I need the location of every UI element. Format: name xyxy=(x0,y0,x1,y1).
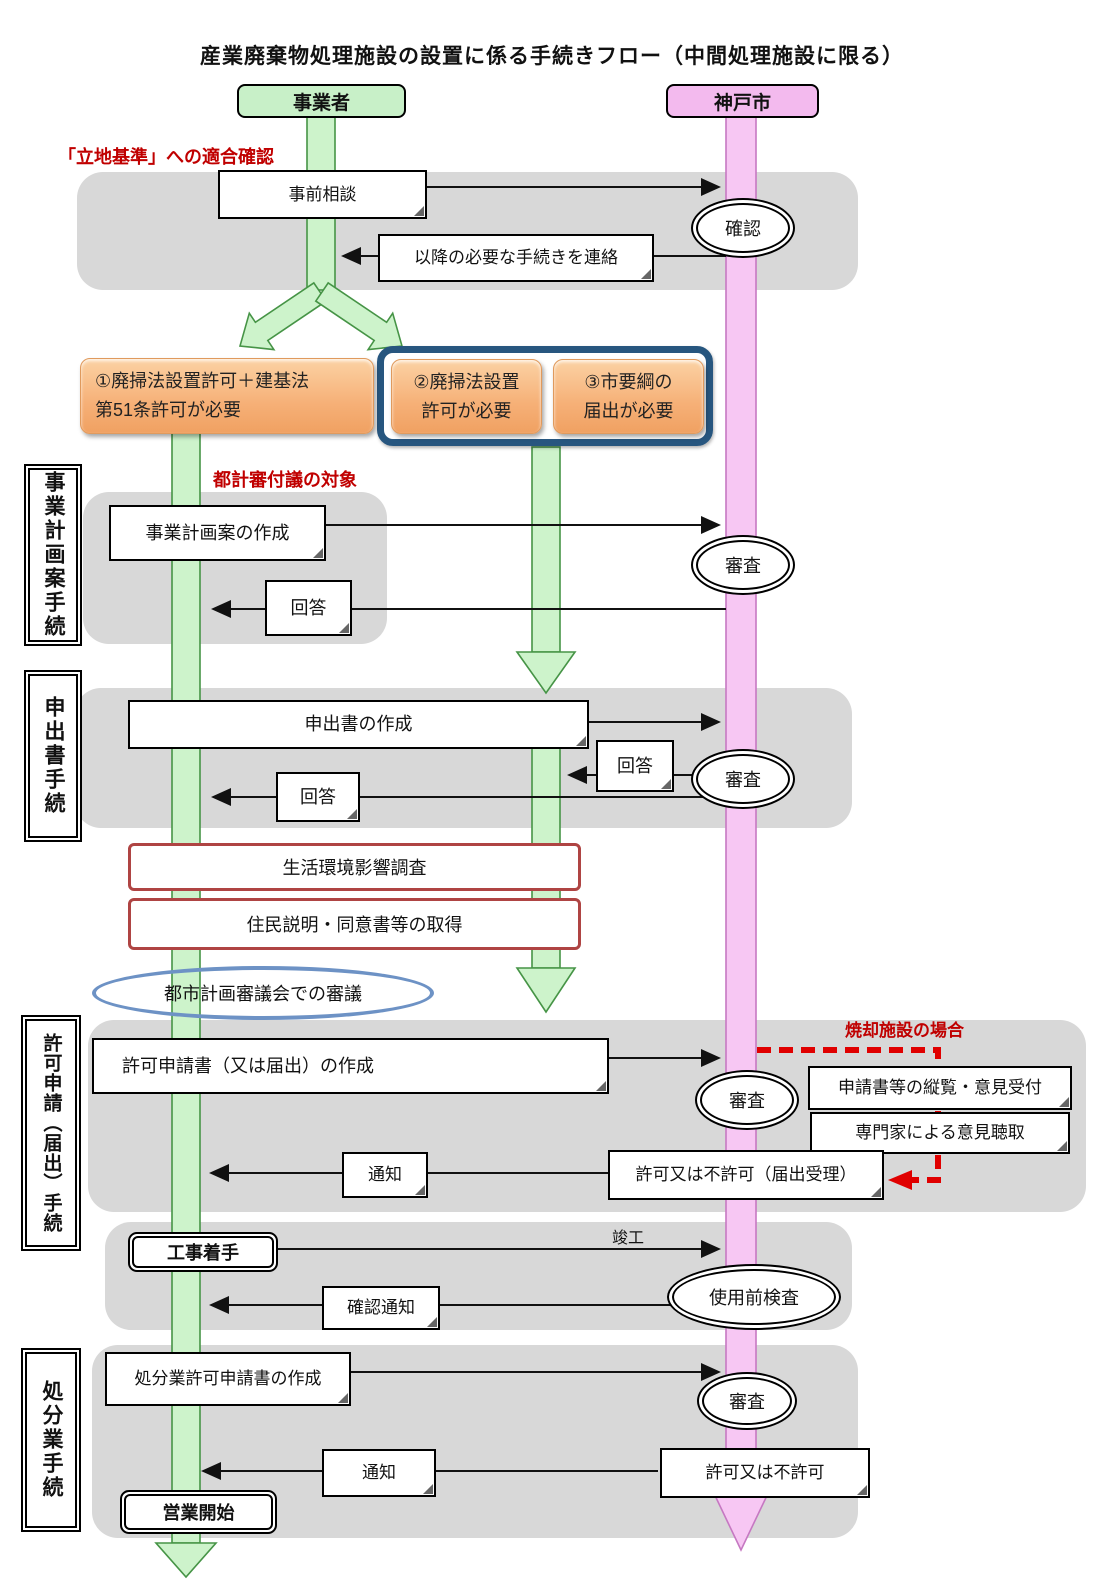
residents-box: 住民説明・同意書等の取得 xyxy=(128,898,581,950)
lane-header-business-label: 事業者 xyxy=(292,92,350,114)
business-lane-mid-arrow-1 xyxy=(515,651,577,695)
plan-answer-box: 回答 xyxy=(265,580,352,636)
survey-box: 生活環境影響調査 xyxy=(128,843,581,891)
proposal-create-box: 申出書の作成 xyxy=(128,700,589,749)
application-create-label: 許可申請書（又は届出）の作成 xyxy=(122,1055,374,1076)
plan-create-box: 事業計画案の作成 xyxy=(109,505,326,561)
proposal-answer-left-box: 回答 xyxy=(276,772,360,822)
section-label-business-plan-text: 事業計画案手続 xyxy=(42,471,65,639)
expert-hearing-label: 専門家による意見聴取 xyxy=(855,1123,1025,1143)
application-create-box: 許可申請書（又は届出）の作成 xyxy=(92,1038,609,1094)
split-arrow-left xyxy=(238,281,328,351)
council-label: 都市計画審議会での審議 xyxy=(164,984,362,1004)
section-label-application: 許可申請（届出）手続 xyxy=(21,1015,81,1251)
consult-box: 事前相談 xyxy=(218,170,427,219)
public-inspection-box: 申請書等の縦覧・意見受付 xyxy=(808,1066,1072,1110)
application-decision-box: 許可又は不許可（届出受理） xyxy=(608,1150,884,1200)
incinerator-arrowhead xyxy=(888,1170,912,1190)
expert-hearing-box: 専門家による意見聴取 xyxy=(810,1112,1070,1154)
section-label-disposal: 処分業手続 xyxy=(21,1348,81,1532)
reply-label: 以降の必要な手続きを連絡 xyxy=(414,248,618,268)
business-lane-mid-1 xyxy=(531,446,561,653)
check-oval: 確認 xyxy=(691,198,795,258)
review-oval-disposal: 審査 xyxy=(697,1372,797,1430)
application-notice-box: 通知 xyxy=(342,1152,428,1198)
application-decision-label: 許可又は不許可（届出受理） xyxy=(635,1165,857,1185)
disposal-notice-box: 通知 xyxy=(322,1449,436,1497)
options-2-3-frame xyxy=(377,346,713,446)
section-label-application-text: 許可申請（届出）手続 xyxy=(40,1033,62,1233)
section-label-proposal-text: 申出書手続 xyxy=(42,696,65,816)
disposal-create-label: 処分業許可申請書の作成 xyxy=(134,1369,322,1389)
disposal-notice-label: 通知 xyxy=(362,1463,396,1483)
council-ellipse: 都市計画審議会での審議 xyxy=(92,966,434,1020)
lane-header-city: 神戸市 xyxy=(666,84,819,118)
option3-line2: 届出が必要 xyxy=(583,400,674,421)
split-arrow-right xyxy=(314,281,404,351)
review-oval-application: 審査 xyxy=(695,1070,799,1130)
note-incinerator-case: 焼却施設の場合 xyxy=(845,1021,964,1040)
business-open-label: 営業開始 xyxy=(162,1503,235,1523)
reply-box: 以降の必要な手続きを連絡 xyxy=(378,234,654,282)
consult-label: 事前相談 xyxy=(288,184,357,204)
review-oval-business-plan: 審査 xyxy=(691,535,795,595)
proposal-answer-right-box: 回答 xyxy=(596,740,674,792)
construction-start-label: 工事着手 xyxy=(167,1243,239,1263)
option3-line1: ③市要綱の xyxy=(584,371,673,392)
page-title: 産業廃棄物処理施設の設置に係る手続きフロー（中間処理施設に限る） xyxy=(200,45,904,68)
confirm-notice-box: 確認通知 xyxy=(322,1286,440,1330)
check-label: 確認 xyxy=(725,219,761,239)
review-label-disposal: 審査 xyxy=(729,1392,765,1412)
construction-start-box: 工事着手 xyxy=(128,1232,278,1272)
section-label-business-plan: 事業計画案手続 xyxy=(24,464,82,646)
disposal-decision-box: 許可又は不許可 xyxy=(660,1448,870,1498)
option2-line2: 許可が必要 xyxy=(421,400,512,421)
review-label-application: 審査 xyxy=(729,1091,765,1111)
survey-label: 生活環境影響調査 xyxy=(282,858,427,878)
pre-use-inspection-label: 使用前検査 xyxy=(709,1288,799,1308)
plan-answer-label: 回答 xyxy=(290,597,327,618)
note-siting-check: 「立地基準」への適合確認 xyxy=(58,147,274,167)
proposal-answer-right-label: 回答 xyxy=(617,755,653,776)
lane-header-business: 事業者 xyxy=(237,84,406,118)
review-oval-proposal: 審査 xyxy=(691,749,795,809)
residents-label: 住民説明・同意書等の取得 xyxy=(246,915,463,935)
option2-line1: ②廃掃法設置 xyxy=(413,371,520,392)
option1-box: ①廃掃法設置許可＋建基法 第51条許可が必要 xyxy=(80,358,374,434)
application-notice-label: 通知 xyxy=(368,1165,402,1185)
section-label-disposal-text: 処分業手続 xyxy=(40,1380,63,1500)
lane-header-city-label: 神戸市 xyxy=(713,92,771,114)
note-tokei-target: 都計審付議の対象 xyxy=(213,470,357,490)
option2-box: ②廃掃法設置 許可が必要 xyxy=(391,359,542,434)
option1-line2: 第51条許可が必要 xyxy=(95,400,242,420)
business-lane-end-arrow xyxy=(154,1542,218,1579)
public-inspection-label: 申請書等の縦覧・意見受付 xyxy=(838,1078,1042,1098)
business-open-box: 営業開始 xyxy=(120,1490,277,1534)
review-label-business-plan: 審査 xyxy=(725,556,761,576)
city-lane-band xyxy=(708,111,774,1552)
confirm-notice-label: 確認通知 xyxy=(347,1298,415,1318)
disposal-create-box: 処分業許可申請書の作成 xyxy=(105,1352,351,1406)
review-label-proposal: 審査 xyxy=(725,770,761,790)
business-lane-mid-arrow-2 xyxy=(515,967,577,1014)
option3-box: ③市要綱の 届出が必要 xyxy=(553,359,704,434)
section-label-proposal: 申出書手続 xyxy=(24,670,82,842)
option1-line1: ①廃掃法設置許可＋建基法 xyxy=(95,371,310,392)
proposal-answer-left-label: 回答 xyxy=(300,786,336,807)
pre-use-inspection-oval: 使用前検査 xyxy=(667,1264,841,1330)
disposal-decision-label: 許可又は不許可 xyxy=(705,1463,825,1483)
label-completion: 竣工 xyxy=(612,1230,645,1247)
proposal-create-label: 申出書の作成 xyxy=(304,714,413,735)
plan-create-label: 事業計画案の作成 xyxy=(145,522,290,543)
